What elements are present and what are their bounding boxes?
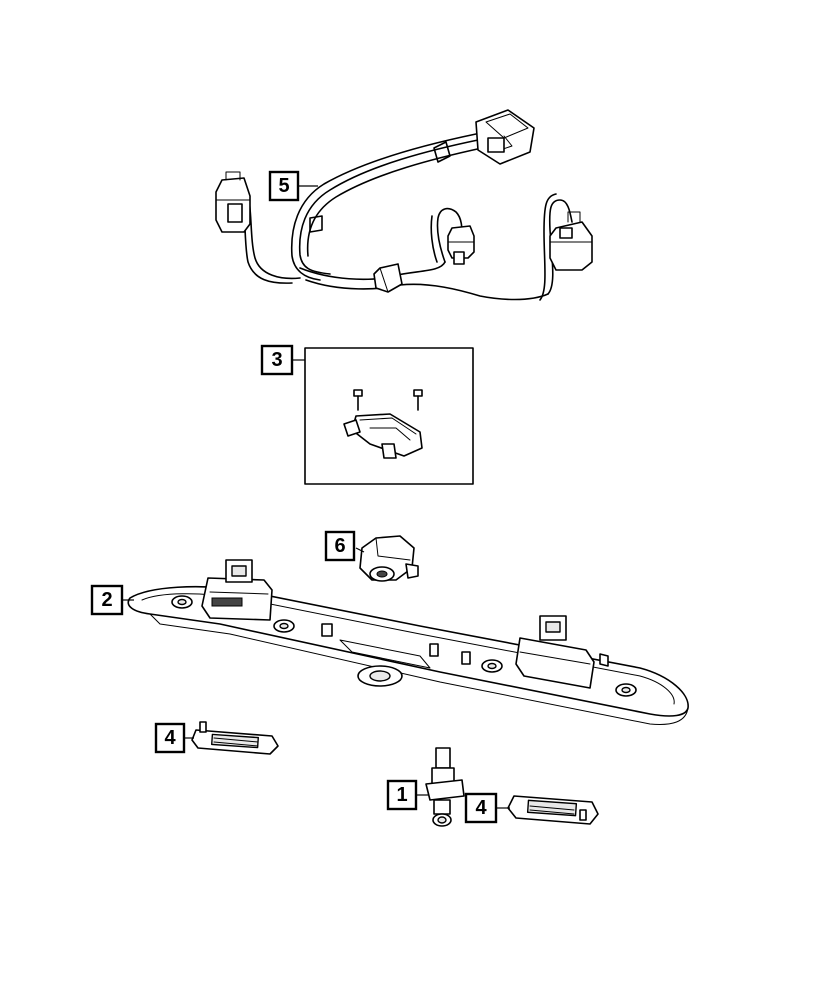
camera[interactable] [359, 535, 419, 582]
harness-clip [373, 263, 403, 293]
harness-connector-left [215, 171, 251, 233]
callout-4-left[interactable]: 4 [154, 722, 186, 754]
harness-connector-middle [447, 225, 475, 265]
callout-5[interactable]: 5 [268, 170, 300, 202]
svg-text:4: 4 [164, 727, 176, 749]
svg-text:2: 2 [101, 589, 112, 611]
screw-right [413, 389, 423, 411]
switch-assembly [343, 413, 423, 459]
callout-2[interactable]: 2 [90, 584, 124, 616]
svg-text:3: 3 [271, 349, 282, 371]
harness-connector-right [549, 211, 593, 271]
svg-text:4: 4 [475, 797, 487, 819]
callout-6[interactable]: 6 [324, 530, 356, 562]
harness-connector-top [475, 109, 535, 165]
lamp-bar[interactable] [127, 559, 689, 725]
leader-6 [355, 547, 365, 553]
callout-3[interactable]: 3 [260, 344, 294, 376]
screw-left [353, 389, 363, 411]
callout-1[interactable]: 1 [386, 779, 418, 811]
svg-text:1: 1 [396, 784, 407, 806]
svg-text:6: 6 [334, 535, 345, 557]
license-lamp-right[interactable] [507, 795, 599, 825]
callout-4-right[interactable]: 4 [464, 792, 498, 824]
wiring-harness[interactable] [233, 133, 573, 301]
svg-text:5: 5 [278, 175, 289, 197]
license-lamp-left[interactable] [191, 721, 279, 755]
sensor[interactable] [425, 747, 465, 827]
